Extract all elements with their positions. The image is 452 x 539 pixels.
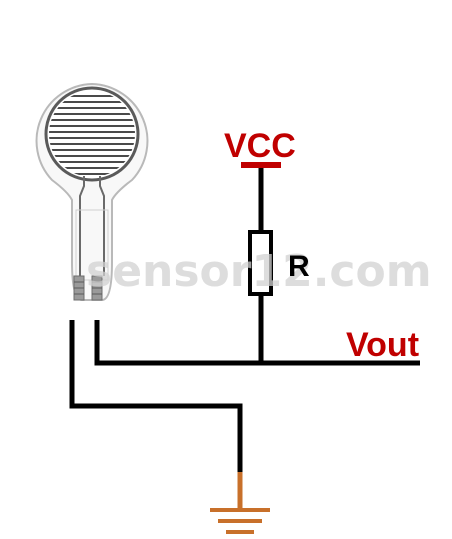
circuit-wires	[69, 165, 420, 472]
watermark: sensor12.com	[86, 246, 432, 297]
vout-label: Vout	[346, 326, 419, 364]
force-sensor	[35, 82, 149, 301]
vcc-label: VCC	[224, 127, 296, 165]
ground-symbol	[210, 472, 270, 534]
sensor-pins	[73, 275, 103, 301]
resistor	[248, 230, 273, 296]
wire-sensor-to-vout	[94, 320, 420, 366]
wire-sensor-to-ground	[69, 320, 243, 472]
resistor-label: R	[288, 250, 310, 283]
sensor-tail-leads	[79, 176, 105, 276]
